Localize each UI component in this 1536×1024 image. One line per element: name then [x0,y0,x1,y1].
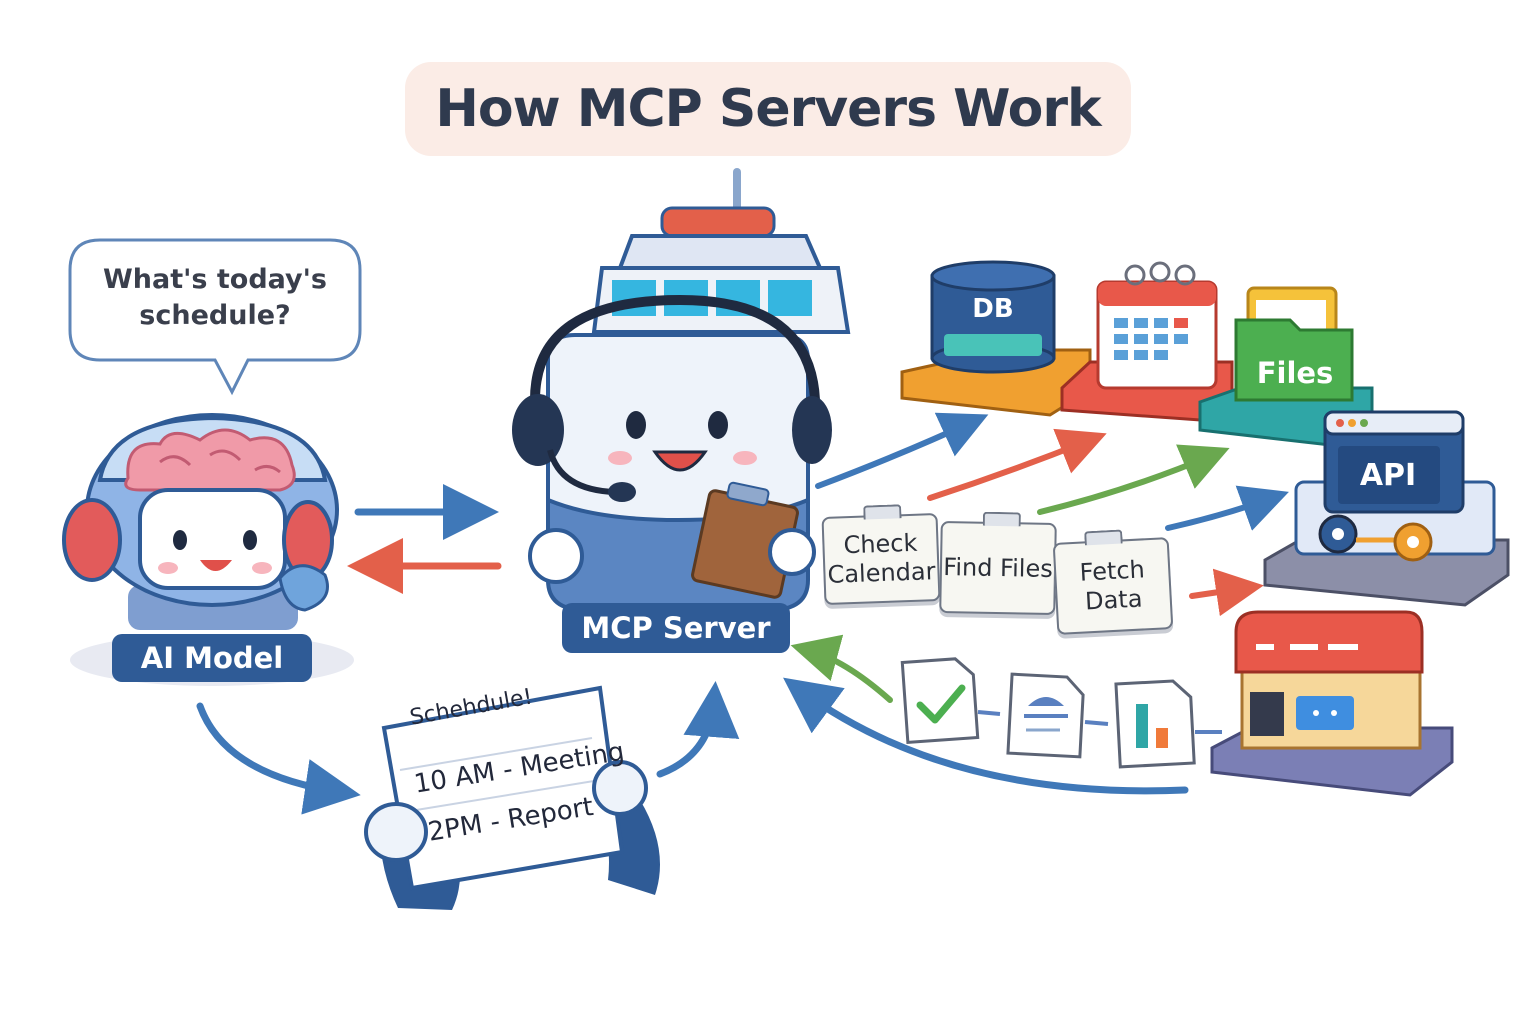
speech-line-2: schedule? [139,300,291,331]
schedule-note [364,685,660,910]
arrow-from-schedule [656,681,740,778]
tool-card-find-files: Find Files [939,511,1057,616]
db-label: DB [972,294,1014,324]
return-arrow-green [790,634,893,703]
card-tab [863,504,902,520]
tool-card-fetch-data: Fetch Data [1052,529,1174,635]
tool-label: Check Calendar [827,528,936,589]
arrow-to-schedule [196,702,361,815]
card-tab [982,511,1021,527]
storefront-icon [1234,610,1424,750]
speech-line-1: What's today's [103,264,327,295]
arrow-to-files [1037,444,1230,515]
mcp-server-label: MCP Server [562,603,790,653]
arrow-to-api [1165,485,1289,531]
speech-bubble-text: What's today's schedule? [70,262,360,334]
tool-card-check-calendar: Check Calendar [821,504,941,605]
check-document-icon [900,657,980,744]
chart-document-icon [1114,679,1196,769]
files-label: Files [1256,356,1334,390]
arrow-to-calendar [927,428,1107,501]
return-arrow-blue [783,677,1189,795]
calendar-icon [1096,261,1218,390]
arrow-to-db [815,412,989,489]
title-banner: How MCP Servers Work [405,62,1131,156]
arrow-to-store [1189,568,1264,617]
api-window-icon [1294,410,1496,562]
tool-label: Find Files [943,552,1053,583]
folder-icon [1234,286,1354,402]
database-icon [930,260,1056,374]
card-tab [1084,529,1123,546]
page-title: How MCP Servers Work [435,79,1101,139]
text-document-icon [1006,672,1085,759]
tool-label: Fetch Data [1078,555,1146,616]
ai-model-label: AI Model [112,634,312,682]
api-label: API [1359,458,1417,493]
speech-bubble [68,238,362,396]
mcp-server-robot-icon [512,168,851,612]
